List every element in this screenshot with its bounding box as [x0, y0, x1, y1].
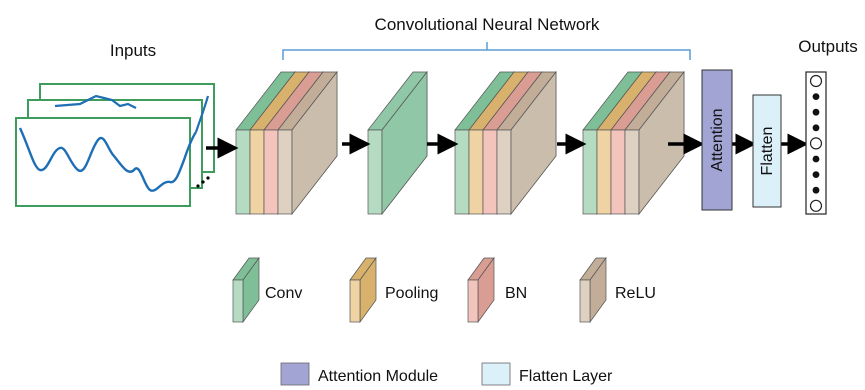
legend-relu-swatch-front	[579, 279, 591, 323]
stack2-bn-layer-front	[482, 129, 498, 215]
network-bracket	[282, 42, 691, 60]
flow-arrows	[206, 133, 809, 159]
stack1-bn-layer-front	[263, 129, 279, 215]
legend-attention-label: Attention Module	[318, 368, 438, 385]
input-frame-3-border	[15, 117, 191, 207]
input-signal-front	[18, 127, 198, 192]
legend-pooling-swatch-front	[349, 279, 361, 323]
stack2-pooling-layer-front	[468, 129, 484, 215]
stack3-relu-layer-front	[624, 129, 640, 215]
legend-flatten-swatch	[481, 362, 511, 386]
legend-conv-label: Conv	[265, 285, 302, 302]
flatten-block	[752, 94, 782, 208]
stack1-relu-body	[291, 70, 338, 216]
stack2-conv-layer-front	[454, 129, 470, 215]
stack2-relu-layer-front	[496, 129, 512, 215]
pooling-slab-front	[367, 129, 383, 215]
stack2-relu-body	[510, 70, 557, 216]
output-node-3	[812, 108, 820, 116]
attention-label: Attention	[709, 108, 726, 171]
ellipsis-dot-3	[206, 176, 210, 180]
stack3-bn-layer-front	[610, 129, 626, 215]
ellipsis-dot-2	[201, 180, 205, 184]
pooling-slab-body	[381, 70, 428, 216]
stack3-pooling-layer-front	[596, 129, 612, 215]
stack1-conv-layer-front	[235, 129, 251, 215]
output-node-1	[809, 74, 823, 88]
legend-relu-swatch	[579, 256, 607, 324]
stack3-relu-body	[638, 70, 685, 216]
legend-bn-swatch	[467, 256, 495, 324]
output-node-9	[809, 199, 823, 212]
inputs-label: Inputs	[110, 41, 156, 60]
legend-pooling-swatch	[349, 256, 377, 324]
legend-attention-swatch	[280, 362, 310, 386]
stack3-conv-layer-front	[582, 129, 598, 215]
legend-flatten-label: Flatten Layer	[519, 368, 613, 385]
stack1-pooling-layer-front	[249, 129, 265, 215]
network-title: Convolutional Neural Network	[375, 15, 600, 34]
legend-pooling-label: Pooling	[385, 285, 438, 302]
stack1-relu-layer-front	[277, 129, 293, 215]
legend-bn-label: BN	[505, 285, 527, 302]
output-node-7	[812, 171, 820, 179]
output-node-6	[812, 155, 820, 163]
legend-layers	[232, 256, 607, 324]
conv-stack-3	[582, 70, 685, 216]
output-node-5	[809, 137, 823, 150]
legend-relu-label: ReLU	[615, 285, 656, 302]
legend-conv-swatch-front	[232, 279, 244, 323]
input-signals	[15, 83, 215, 207]
ellipsis-dot-1	[196, 184, 200, 188]
attention-block	[701, 69, 733, 211]
flatten-label: Flatten	[759, 127, 776, 176]
output-node-8	[812, 186, 820, 194]
input-signal-edge	[194, 95, 210, 133]
stack1-relu-body-face	[291, 70, 338, 216]
legend-conv-swatch	[232, 256, 260, 324]
stack3-relu-body-face	[638, 70, 685, 216]
pooling-block	[367, 70, 428, 216]
input-signal-back	[54, 94, 137, 109]
legend-bn-swatch-front	[467, 279, 479, 323]
outputs-label: Outputs	[798, 37, 858, 56]
stack2-relu-body-face	[510, 70, 557, 216]
output-node-2	[812, 93, 820, 100]
conv-stack-1	[235, 70, 338, 216]
conv-stack-2	[454, 70, 557, 216]
output-nodes	[809, 74, 823, 212]
output-node-4	[812, 124, 820, 132]
input-frame-3	[15, 117, 191, 207]
